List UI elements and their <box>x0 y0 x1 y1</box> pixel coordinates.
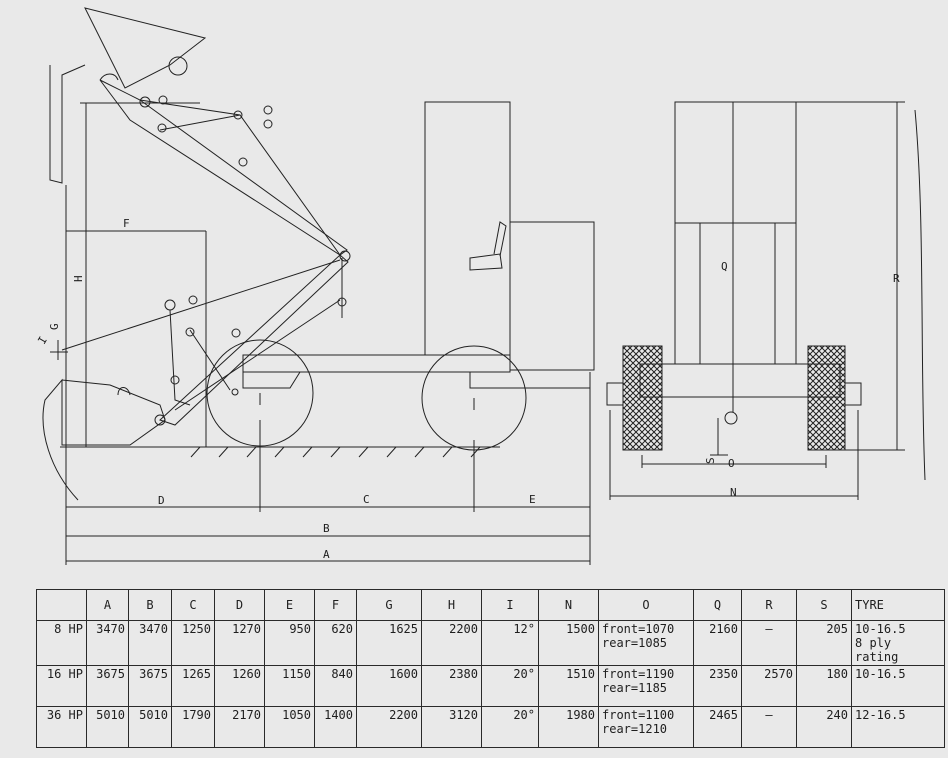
cell-tyre: 10-16.5 <box>851 665 945 707</box>
cell-A: 5010 <box>86 706 129 748</box>
header-cell: Q <box>693 589 742 621</box>
header-cell: C <box>171 589 215 621</box>
cell-G: 2200 <box>356 706 422 748</box>
cell-G: 1600 <box>356 665 422 707</box>
header-cell: R <box>741 589 797 621</box>
label-R: R <box>893 272 900 285</box>
cell-I: 12° <box>481 620 539 666</box>
header-cell: TYRE <box>851 589 945 621</box>
cell-D: 2170 <box>214 706 265 748</box>
cell-B: 3470 <box>128 620 172 666</box>
cell-E: 1050 <box>264 706 315 748</box>
cell-Q: 2350 <box>693 665 742 707</box>
label-C: C <box>363 493 370 506</box>
label-A: A <box>323 548 330 561</box>
cell-S: 205 <box>796 620 852 666</box>
cell-R: – <box>741 620 797 666</box>
side-view <box>42 7 595 565</box>
header-cell: N <box>538 589 599 621</box>
cell-F: 840 <box>314 665 357 707</box>
cell-F: 1400 <box>314 706 357 748</box>
dimension-labels: F H G I D C E B A Q R S O N <box>35 217 900 561</box>
table-header-row: A B C D E F G H I N O Q R S TYRE <box>36 589 945 621</box>
cell-N: 1980 <box>538 706 599 748</box>
lowered-bucket <box>42 378 166 501</box>
label-N: N <box>730 486 737 499</box>
cell-I: 20° <box>481 665 539 707</box>
cab <box>424 101 511 356</box>
right-tyre <box>807 345 846 451</box>
cell-H: 3120 <box>421 706 482 748</box>
cell-O: front=1070 rear=1085 <box>598 620 694 666</box>
label-H: H <box>72 275 85 282</box>
cell-C: 1265 <box>171 665 215 707</box>
cell-tyre: 12-16.5 <box>851 706 945 748</box>
header-cell: D <box>214 589 265 621</box>
header-cell: H <box>421 589 482 621</box>
cell-tyre: 10-16.5 8 ply rating <box>851 620 945 666</box>
cell-R: 2570 <box>741 665 797 707</box>
rear-view <box>606 101 926 500</box>
cell-C: 1790 <box>171 706 215 748</box>
label-Q: Q <box>721 260 728 273</box>
cell-E: 1150 <box>264 665 315 707</box>
table-row: 8 HP 3470 3470 1250 1270 950 620 1625 22… <box>36 620 945 666</box>
cell-D: 1270 <box>214 620 265 666</box>
model-cell: 8 HP <box>36 620 87 666</box>
header-cell: A <box>86 589 129 621</box>
label-B: B <box>323 522 330 535</box>
cell-H: 2200 <box>421 620 482 666</box>
header-cell: G <box>356 589 422 621</box>
table-row: 36 HP 5010 5010 1790 2170 1050 1400 2200… <box>36 706 945 748</box>
cell-D: 1260 <box>214 665 265 707</box>
cell-E: 950 <box>264 620 315 666</box>
label-F: F <box>123 217 130 230</box>
cell-H: 2380 <box>421 665 482 707</box>
cell-R: – <box>741 706 797 748</box>
cell-O: front=1190 rear=1185 <box>598 665 694 707</box>
label-O: O <box>728 457 735 470</box>
cell-S: 240 <box>796 706 852 748</box>
cell-A: 3675 <box>86 665 129 707</box>
table-row: 16 HP 3675 3675 1265 1260 1150 840 1600 … <box>36 665 945 707</box>
label-D: D <box>158 494 165 507</box>
raised-bucket <box>84 7 207 89</box>
header-cell: B <box>128 589 172 621</box>
cell-Q: 2465 <box>693 706 742 748</box>
cell-A: 3470 <box>86 620 129 666</box>
cell-F: 620 <box>314 620 357 666</box>
technical-drawing: F H G I D C E B A Q R S O N <box>35 7 926 565</box>
header-cell: S <box>796 589 852 621</box>
model-cell: 16 HP <box>36 665 87 707</box>
label-G: G <box>48 323 61 330</box>
header-cell: I <box>481 589 539 621</box>
lift-arm-lowered <box>159 254 349 426</box>
header-cell: F <box>314 589 357 621</box>
label-E: E <box>529 493 536 506</box>
cell-I: 20° <box>481 706 539 748</box>
cell-B: 3675 <box>128 665 172 707</box>
cell-S: 180 <box>796 665 852 707</box>
cell-N: 1510 <box>538 665 599 707</box>
cell-N: 1500 <box>538 620 599 666</box>
header-cell: O <box>598 589 694 621</box>
lift-arm-raised <box>99 79 348 256</box>
label-S: S <box>704 457 717 464</box>
hitch-point <box>724 411 738 425</box>
spec-table: A B C D E F G H I N O Q R S TYRE 8 HP 34… <box>36 589 945 748</box>
left-tyre <box>622 345 663 451</box>
cell-G: 1625 <box>356 620 422 666</box>
label-I: I <box>35 334 50 346</box>
cell-O: front=1100 rear=1210 <box>598 706 694 748</box>
header-cell <box>36 589 87 621</box>
rear-body <box>674 101 797 365</box>
header-cell: E <box>264 589 315 621</box>
cell-B: 5010 <box>128 706 172 748</box>
cell-C: 1250 <box>171 620 215 666</box>
model-cell: 36 HP <box>36 706 87 748</box>
cell-Q: 2160 <box>693 620 742 666</box>
